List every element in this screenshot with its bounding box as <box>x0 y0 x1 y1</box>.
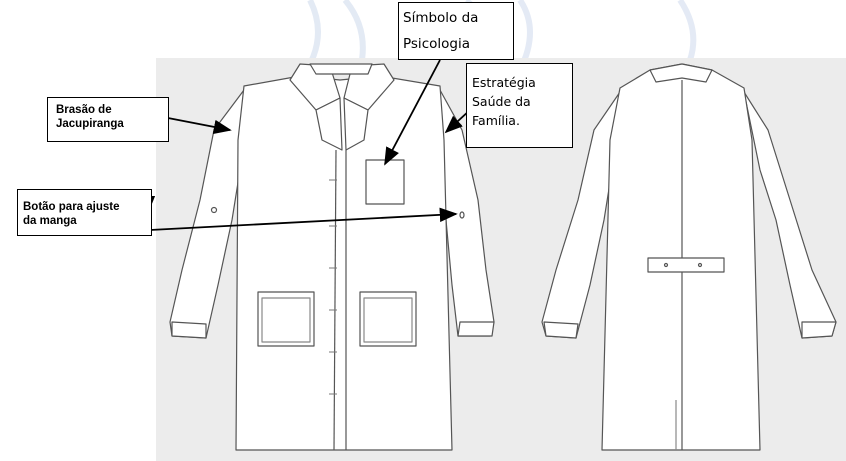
back-collar <box>649 63 713 83</box>
arrow-botao-right <box>149 207 458 231</box>
lower-left-pocket-inner <box>261 297 311 343</box>
back-body <box>601 63 761 451</box>
label-estrategia-line-1: Estratégia <box>472 75 536 90</box>
label-estrategia-line-2: Saúde da <box>472 94 531 109</box>
arrow-simbolo <box>384 59 441 166</box>
label-simbolo-line-1: Símbolo da <box>403 10 479 26</box>
arrow-brasao <box>167 117 232 134</box>
label-brasao-line-2: Jacupiranga <box>56 118 124 130</box>
back-left-cuff <box>543 321 579 339</box>
label-botao-ajuste-manga: Botão para ajuste da manga <box>17 189 152 236</box>
label-estrategia-saude-da-familia: Estratégia Saúde da Família. <box>466 63 573 148</box>
back-belt <box>647 257 725 273</box>
front-collar-right <box>343 63 395 111</box>
lower-right-pocket-inner <box>363 297 413 343</box>
front-neck-band <box>309 63 373 75</box>
lower-right-pocket <box>359 291 417 347</box>
label-botao-line-1: Botão para ajuste <box>23 201 120 213</box>
label-botao-line-2: da manga <box>23 215 77 227</box>
coat-front-view <box>169 63 495 451</box>
front-lapel-left <box>315 97 343 151</box>
chest-pocket <box>365 159 405 205</box>
lower-left-pocket <box>257 291 315 347</box>
label-estrategia-line-3: Família. <box>472 113 520 128</box>
label-brasao-de-jacupiranga: Brasão de Jacupiranga <box>47 97 169 142</box>
label-simbolo-line-2: Psicologia <box>403 36 470 52</box>
front-buttons <box>329 179 337 395</box>
front-right-cuff <box>457 321 495 337</box>
front-body <box>235 75 453 451</box>
coat-back-view <box>541 63 837 451</box>
front-left-cuff <box>171 321 207 339</box>
label-simbolo-da-psicologia: Símbolo da Psicologia <box>398 2 514 60</box>
back-right-cuff <box>801 321 837 339</box>
label-brasao-line-1: Brasão de <box>56 104 112 116</box>
right-sleeve-button <box>459 211 465 219</box>
left-sleeve-button <box>210 206 218 214</box>
